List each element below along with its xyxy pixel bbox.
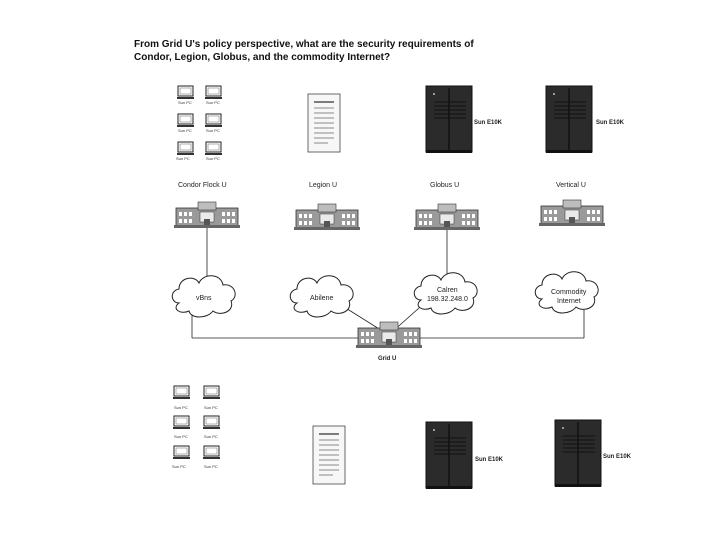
document-icon xyxy=(312,425,346,485)
workstation-icon: Sun PC xyxy=(176,141,195,161)
workstation-icon: Sun PC xyxy=(172,445,191,469)
workstation-icon: Sun PC xyxy=(204,113,223,133)
workstation-icon: Sun PC xyxy=(204,141,223,161)
workstation-icon: Sun PC xyxy=(202,445,221,469)
svg-text:Sun PC: Sun PC xyxy=(178,100,192,105)
campus-building-icon xyxy=(293,203,361,231)
campus-building-icon xyxy=(413,203,481,231)
svg-text:Sun PC: Sun PC xyxy=(176,156,190,161)
workstation-cluster-bottom: Sun PC Sun PC Sun PC Sun PC Sun PC Sun P… xyxy=(172,385,221,469)
site-label-grid: Grid U xyxy=(378,356,396,362)
svg-text:Sun PC: Sun PC xyxy=(206,100,220,105)
campus-building-icon xyxy=(355,321,423,349)
site-label-condor: Condor Flock U xyxy=(178,182,227,189)
cloud-label-commodity: Commodity xyxy=(551,289,587,296)
cloud-label-calren-ip: 198.32.248.0 xyxy=(427,296,468,303)
svg-text:Sun PC: Sun PC xyxy=(204,405,218,410)
svg-text:Sun PC: Sun PC xyxy=(206,128,220,133)
svg-text:Sun PC: Sun PC xyxy=(172,464,186,469)
server-label-bottom-left: Sun E10K xyxy=(475,457,504,463)
server-label-top-right: Sun E10K xyxy=(596,120,625,126)
svg-text:Sun PC: Sun PC xyxy=(206,156,220,161)
workstation-icon: Sun PC xyxy=(172,385,191,410)
cloud-label-abilene: Abilene xyxy=(310,295,333,302)
campus-building-icon xyxy=(173,201,241,229)
svg-text:Sun PC: Sun PC xyxy=(178,128,192,133)
document-icon xyxy=(307,93,341,153)
workstation-cluster-top: Sun PC Sun PC Sun PC Sun PC Sun PC Sun P… xyxy=(176,85,223,161)
workstation-icon: Sun PC xyxy=(202,385,221,410)
site-label-globus: Globus U xyxy=(430,182,459,189)
workstation-icon: Sun PC xyxy=(176,113,195,133)
workstation-icon: Sun PC xyxy=(204,85,223,105)
svg-text:Sun PC: Sun PC xyxy=(174,405,188,410)
server-tower-icon xyxy=(545,85,593,154)
workstation-icon: Sun PC xyxy=(172,415,191,439)
workstation-icon: Sun PC xyxy=(176,85,195,105)
slide-title: From Grid U's policy perspective, what a… xyxy=(134,39,474,63)
server-tower-icon xyxy=(554,419,602,488)
campus-building-icon xyxy=(538,199,606,227)
site-label-vertical: Vertical U xyxy=(556,182,586,189)
server-tower-icon xyxy=(425,421,473,490)
server-label-top-left: Sun E10K xyxy=(474,120,503,126)
server-label-bottom-right: Sun E10K xyxy=(603,454,632,460)
site-label-legion: Legion U xyxy=(309,182,337,189)
svg-text:Sun PC: Sun PC xyxy=(204,434,218,439)
svg-text:Sun PC: Sun PC xyxy=(174,434,188,439)
cloud-label-vbns: vBns xyxy=(196,295,212,302)
svg-text:Sun PC: Sun PC xyxy=(204,464,218,469)
cloud-label-calren: Calren xyxy=(437,287,458,294)
cloud-label-internet: Internet xyxy=(557,298,581,305)
server-tower-icon xyxy=(425,85,473,154)
network-links xyxy=(191,228,585,339)
workstation-icon: Sun PC xyxy=(202,415,221,439)
